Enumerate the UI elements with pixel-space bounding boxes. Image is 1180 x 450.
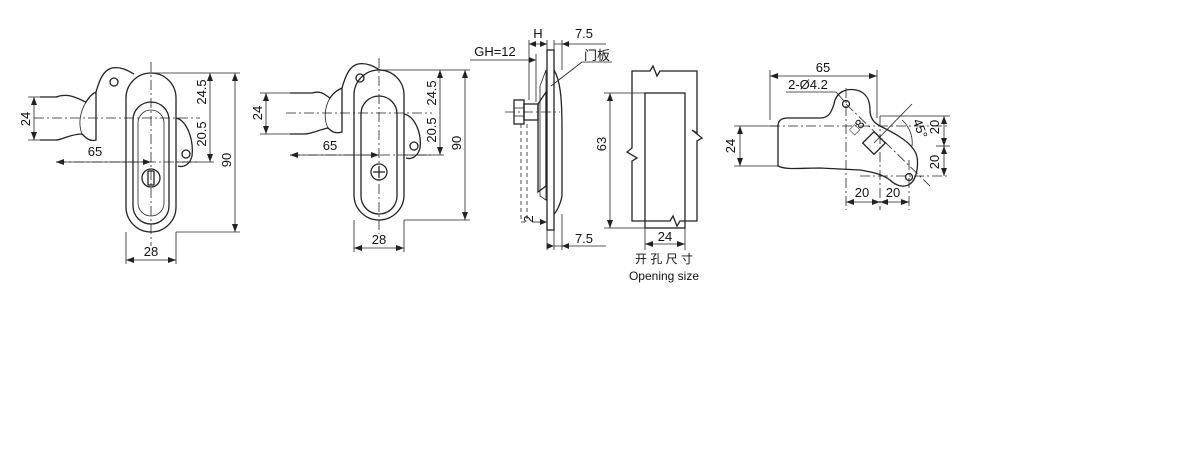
- dim-bottom-right: 20: [886, 185, 900, 200]
- dim-width: 28: [372, 232, 386, 247]
- dim-small: 2: [521, 215, 536, 222]
- dim-length: 65: [816, 60, 830, 75]
- dim-arm-length: 65: [323, 138, 337, 153]
- dim-arm-height: 24: [18, 112, 33, 126]
- dim-right-bottom: 20: [927, 155, 942, 169]
- dim-holes: 2-Ø4.2: [788, 77, 828, 92]
- side-handle-face: [539, 69, 547, 201]
- arm-fold: [324, 97, 331, 129]
- dim-square: □8: [846, 116, 867, 137]
- dim-width: 24: [658, 229, 672, 244]
- dim-lower: 20.5: [424, 117, 439, 142]
- caption-en: Opening size: [629, 269, 699, 283]
- front-view-key-lock: 24 65 28 24.5 20.5 90: [18, 62, 240, 264]
- dim-arm-length: 65: [88, 144, 102, 159]
- cam-detail-view: 65 2-Ø4.2 24 □8 45° 20 20 20 20: [723, 60, 950, 210]
- opening-size-view: 63 24 开 孔 尺 寸 Opening size: [594, 64, 704, 283]
- dim-upper: 24.5: [194, 79, 209, 104]
- dim-height: 90: [449, 136, 464, 150]
- front-view-screw-lock: 24 65 28 24.5 20.5 90: [250, 58, 470, 252]
- lug-hole-icon: [409, 141, 419, 151]
- dim-right-top: 20: [927, 120, 942, 134]
- handle-arm: [290, 86, 343, 135]
- handle-arm: [40, 90, 97, 142]
- lug-hole-icon: [181, 149, 191, 159]
- dim-bottom: 7.5: [575, 231, 593, 246]
- cam-outline: [777, 88, 919, 187]
- cutout-rect: [644, 92, 686, 229]
- lug-side: [403, 113, 421, 160]
- side-handle: [537, 89, 547, 194]
- lug-top: [95, 66, 135, 93]
- dim-gh: GH=12: [474, 44, 516, 59]
- dim-arm-height: 24: [250, 106, 265, 120]
- door-panel: [546, 49, 555, 231]
- dim-angle: 45°: [910, 117, 931, 141]
- arm-fold: [79, 101, 87, 135]
- lug-top: [341, 62, 381, 89]
- panel-outline: [625, 64, 704, 228]
- dim-height: 63: [594, 137, 609, 151]
- key-lock-icon: [141, 168, 161, 188]
- dim-top: 7.5: [575, 26, 593, 41]
- dim-height: 90: [219, 153, 234, 167]
- lug-side: [175, 117, 193, 168]
- caption-cn: 开 孔 尺 寸: [635, 252, 693, 266]
- dim-h: H: [533, 26, 542, 41]
- dim-width: 28: [144, 244, 158, 259]
- panel-label: 门板: [584, 48, 610, 63]
- dim-upper: 24.5: [424, 80, 439, 105]
- dim-lower: 20.5: [194, 121, 209, 146]
- lug-hole-icon: [109, 77, 119, 87]
- side-body: [553, 69, 563, 215]
- side-view: H 7.5 GH=12 门板 2 7.5: [470, 26, 612, 250]
- dim-height: 24: [723, 139, 738, 153]
- dim-bottom-left: 20: [855, 185, 869, 200]
- lug-hole-icon: [355, 73, 365, 83]
